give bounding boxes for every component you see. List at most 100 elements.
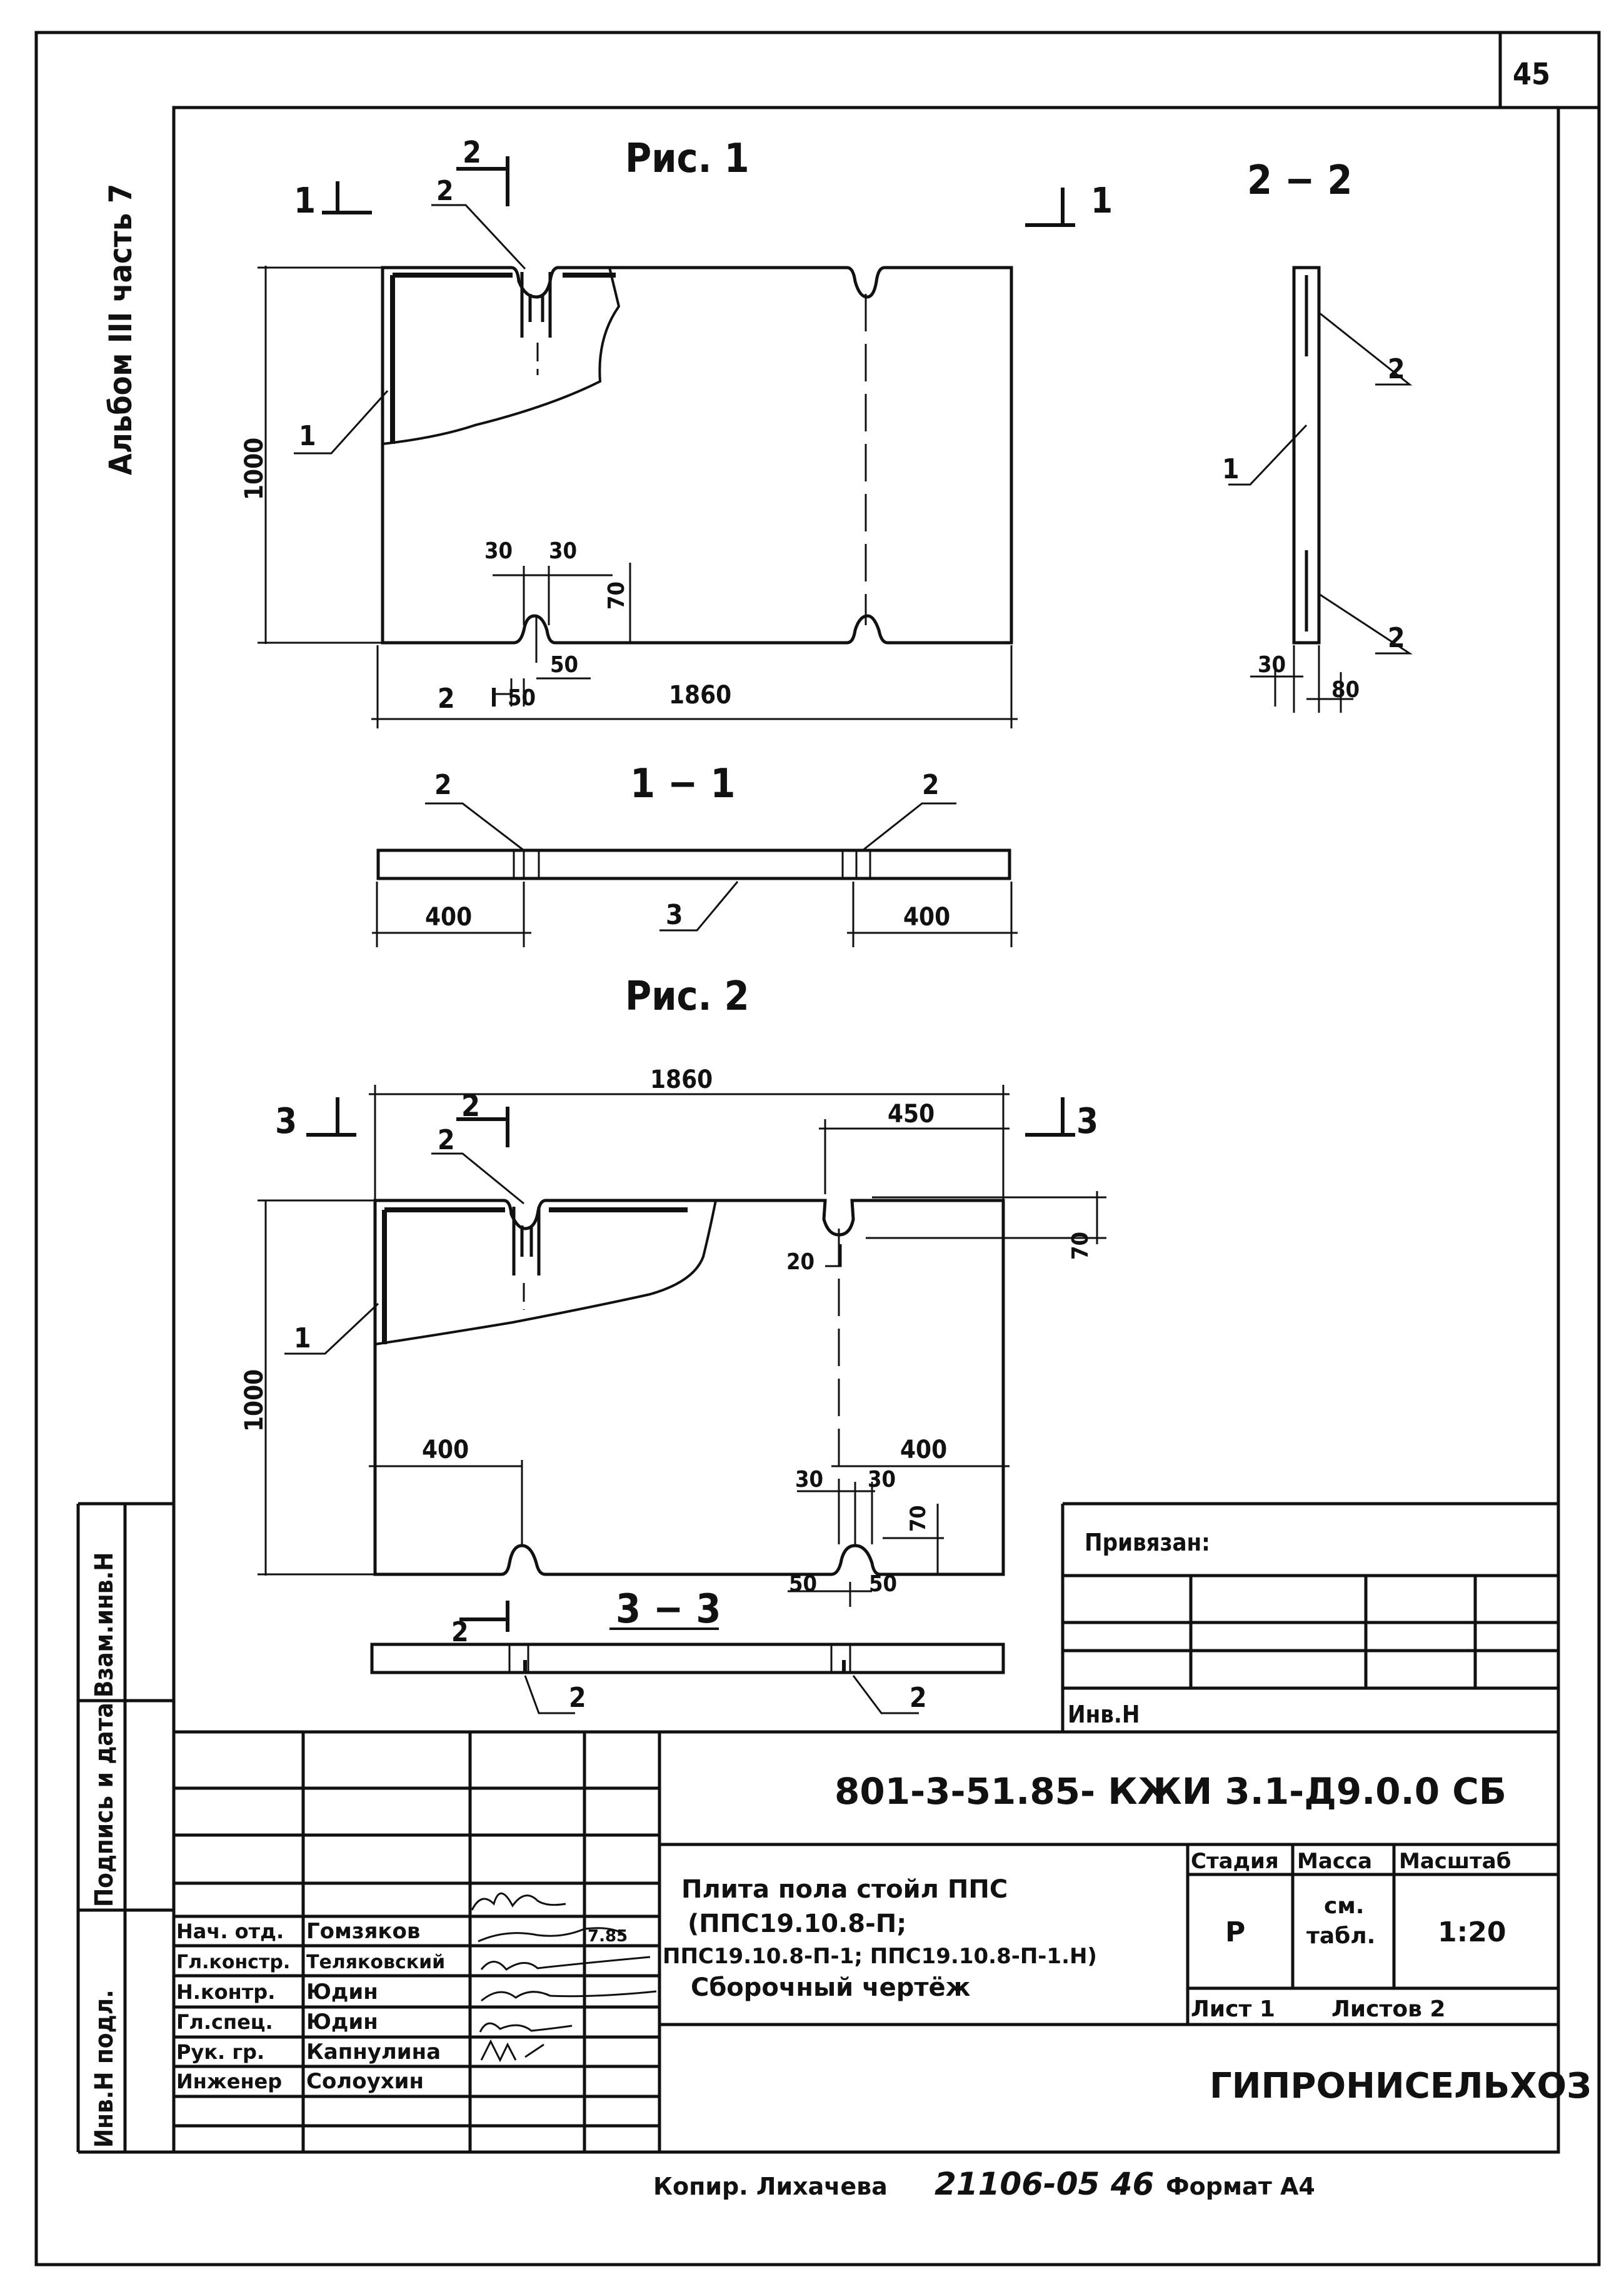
page-number-box — [1498, 33, 1599, 109]
section11-profile — [372, 802, 1018, 947]
fig2-dim-30a: 30 — [795, 1467, 823, 1492]
fig1-cut-2-bottom: 2 — [438, 683, 455, 715]
fig2-cut-2-top: 2 — [461, 1089, 480, 1124]
fig1-cut-2: 2 — [463, 135, 481, 170]
section22-pos-2a: 2 — [1388, 353, 1405, 385]
fig1-dim-50b: 50 — [508, 685, 536, 711]
fig1-leaders — [294, 204, 526, 455]
document-code: 801-3-51.85- КЖИ 3.1-Д9.0.0 СБ — [835, 1770, 1506, 1813]
role-1: Гл.констр. — [176, 1951, 290, 1973]
side-stamp-original: Инв.Н подл. — [90, 1990, 119, 2148]
role-0: Нач. отд. — [176, 1919, 284, 1943]
footer-format: Формат А4 — [1166, 2173, 1315, 2200]
footer-copied: Копир. Лихачева — [653, 2173, 888, 2200]
section22-pos-1: 1 — [1222, 453, 1240, 485]
section33-pos-2a: 2 — [569, 1682, 586, 1714]
fig2-cut-3-left: 3 — [275, 1101, 297, 1142]
stamp-title-line-1: Плита пола стойл ППС — [681, 1875, 1008, 1904]
side-stamp-signature: Подпись и дата — [90, 1703, 119, 1907]
fig2-cut-3-right: 3 — [1076, 1101, 1098, 1142]
fig1-pos-2: 2 — [436, 175, 454, 207]
role-3: Гл.спец. — [176, 2010, 273, 2034]
section11-dim-right: 400 — [903, 903, 950, 932]
fig1-pos-1: 1 — [299, 420, 316, 452]
section33-title: 3 − 3 — [616, 1586, 721, 1632]
section22-dim-30: 30 — [1258, 652, 1286, 678]
outer-frame — [34, 31, 1601, 2266]
stamp-title-line-3: ППС19.10.8-П-1; ППС19.10.8-П-1.Н) — [663, 1944, 1097, 1969]
signatures — [471, 1892, 657, 2063]
fig1-cut-markers — [322, 156, 1075, 707]
mass-value-1: см. — [1324, 1893, 1364, 1919]
fig1-dim-height: 1000 — [240, 438, 269, 500]
fig2-dim-70-bottom: 70 — [906, 1505, 931, 1532]
fig1-cut-1-left: 1 — [294, 181, 316, 221]
fig2-pos-2: 2 — [438, 1124, 455, 1156]
inner-frame — [172, 106, 1560, 2154]
name-2: Юдин — [306, 1980, 378, 2005]
page-number: 45 — [1513, 57, 1550, 92]
stamp-title-line-2: (ППС19.10.8-П; — [688, 1909, 906, 1938]
section11-pos-2b: 2 — [922, 769, 940, 801]
fig2-cut-2-bottom: 2 — [451, 1616, 469, 1648]
stage-value: Р — [1225, 1916, 1245, 1948]
fig2-dim-30b: 30 — [868, 1467, 896, 1492]
section22-dim-80: 80 — [1331, 677, 1360, 703]
sheet-number: Лист 1 — [1191, 1996, 1275, 2022]
binding-inv: Инв.Н — [1068, 1701, 1140, 1728]
fig1-dim-50a: 50 — [550, 652, 578, 678]
fig2-cut-markers — [306, 1097, 1075, 1632]
fig1-title: Рис. 1 — [625, 136, 749, 182]
fig2-pos-1: 1 — [294, 1322, 311, 1354]
fig2-title: Рис. 2 — [625, 973, 749, 1020]
scale-header: Масштаб — [1399, 1849, 1511, 1874]
role-5: Инженер — [176, 2070, 282, 2093]
fig2-dim-length: 1860 — [650, 1065, 713, 1094]
name-0: Гомзяков — [306, 1919, 420, 1944]
organization: ГИПРОНИСЕЛЬХОЗ — [1210, 2066, 1591, 2106]
fig2-leaders — [284, 1152, 524, 1355]
fig2-dimensions — [258, 1085, 1106, 1607]
fig1-dimensions — [258, 266, 1018, 728]
side-stamp — [76, 1502, 174, 2154]
section11-pos-2a: 2 — [434, 769, 452, 801]
scale-value: 1:20 — [1438, 1916, 1506, 1948]
fig2-dim-450: 450 — [888, 1100, 935, 1129]
footer-order: 21106-05 46 — [935, 2166, 1154, 2202]
stage-header: Стадия — [1191, 1849, 1279, 1874]
fig2-dim-20: 20 — [786, 1249, 815, 1275]
binding-title: Привязан: — [1085, 1529, 1210, 1556]
fig2-dim-50b: 50 — [869, 1571, 897, 1597]
date-note: 7.85 — [588, 1927, 628, 1946]
fig1-dim-70: 70 — [604, 581, 629, 610]
fig2-dim-height: 1000 — [240, 1369, 269, 1432]
title-block — [174, 1730, 1560, 2152]
mass-value-2: табл. — [1306, 1923, 1375, 1949]
fig2-dim-70-top: 70 — [1068, 1232, 1093, 1260]
mass-header: Масса — [1297, 1849, 1372, 1874]
album-side-label: Альбом III часть 7 — [103, 184, 139, 475]
section33-pos-2b: 2 — [910, 1682, 927, 1714]
section11-title: 1 − 1 — [630, 761, 735, 807]
fig2-dim-400-left: 400 — [422, 1436, 469, 1464]
fig2-dim-400-right: 400 — [900, 1436, 947, 1464]
fig1-dim-30a: 30 — [484, 538, 513, 564]
section11-dim-left: 400 — [425, 903, 472, 932]
name-1: Теляковский — [306, 1951, 445, 1973]
fig1-plate — [381, 266, 1013, 663]
section22-pos-2b: 2 — [1388, 622, 1405, 654]
fig1-cut-1-right: 1 — [1091, 181, 1113, 221]
fig1-dim-30b: 30 — [549, 538, 577, 564]
role-2: Н.контр. — [176, 1980, 275, 2004]
fig1-dim-length: 1860 — [669, 681, 731, 710]
stamp-title-line-4: Сборочный чертёж — [691, 1973, 971, 2002]
side-stamp-replaced: Взам.инв.Н — [90, 1552, 119, 1698]
section22-profile — [1228, 266, 1413, 713]
name-4: Капнулина — [306, 2040, 441, 2065]
name-3: Юдин — [306, 2010, 378, 2035]
section33-profile — [370, 1627, 1005, 1714]
fig2-dim-50a: 50 — [789, 1571, 817, 1597]
section22-title: 2 − 2 — [1247, 158, 1352, 204]
sheets-total: Листов 2 — [1331, 1996, 1445, 2022]
